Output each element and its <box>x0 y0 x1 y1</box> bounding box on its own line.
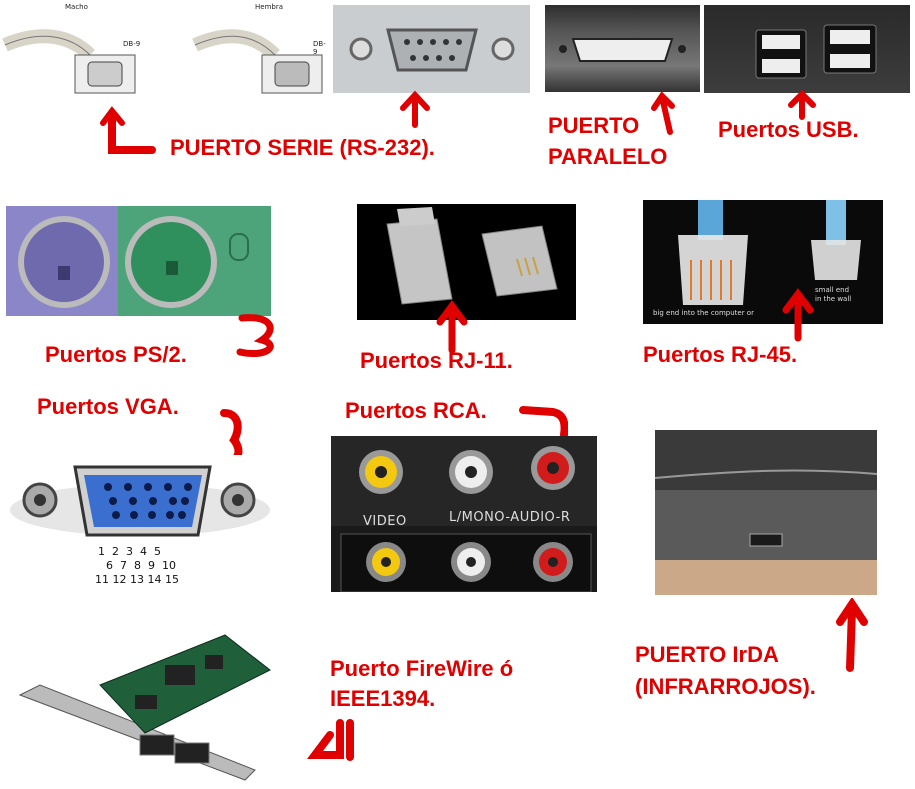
vga-pin-row-2: 6 7 8 9 10 <box>106 559 176 572</box>
ps2-arrow-icon <box>236 314 274 357</box>
rca-jacks-drawing <box>331 436 597 592</box>
female-tag: Hembra <box>255 3 283 11</box>
male-tag: Macho <box>65 3 88 11</box>
firewire-arrow-icon <box>307 719 354 761</box>
db9-tag-a: DB-9 <box>123 40 141 48</box>
rca-video-label: VIDEO <box>363 514 407 529</box>
serial-arrow-icon <box>100 106 156 154</box>
vga-pin-row-3: 11 12 13 14 15 <box>95 573 179 586</box>
db9-photo <box>333 5 530 93</box>
firewire-card-image <box>15 625 275 785</box>
rca-arrow-icon <box>519 406 568 439</box>
irda-label-line1: PUERTO IrDA <box>635 642 779 667</box>
serial-connectors-drawing <box>2 29 323 94</box>
firewire-card-drawing <box>18 634 271 781</box>
rj11-plugs-drawing <box>386 207 558 305</box>
serial-port-label: PUERTO SERIE (RS-232). <box>170 135 435 160</box>
serial-port-image: Macho Hembra DB-9 DB-9 <box>0 0 330 105</box>
rj45-plugs-photo: big end into the computer or small end i… <box>643 200 883 324</box>
vga-ports-label: Puertos VGA. <box>37 394 179 419</box>
usb-ports-photo <box>704 5 910 93</box>
rj45-small-end-note-1: small end <box>815 286 850 294</box>
rj45-plugs-drawing <box>678 200 861 305</box>
db9-connector-drawing <box>349 28 515 72</box>
rca-ports-label: Puertos RCA. <box>345 398 487 423</box>
usb-ports-drawing <box>755 24 877 79</box>
rj11-plugs-photo <box>357 204 576 320</box>
parallel-connector-drawing <box>559 38 686 62</box>
ps2-ports-drawing <box>6 206 249 316</box>
db9-tag-b: DB-9 <box>313 40 326 56</box>
db9-arrow-icon <box>400 90 430 128</box>
usb-ports-label: Puertos USB. <box>718 117 859 142</box>
rj45-big-end-note: big end into the computer or <box>653 309 754 317</box>
irda-label-line2: (INFRARROJOS). <box>635 674 816 699</box>
rj45-ports-label: Puertos RJ-45. <box>643 342 798 367</box>
parallel-port-photo <box>545 5 700 92</box>
irda-port-photo <box>655 430 877 595</box>
ps2-ports-label: Puertos PS/2. <box>45 342 187 367</box>
ps2-ports-photo <box>6 206 271 316</box>
irda-port-drawing <box>655 430 877 595</box>
rj11-ports-label: Puertos RJ-11. <box>360 348 513 373</box>
rca-ports-photo: VIDEO L/MONO-AUDIO-R <box>331 436 597 592</box>
rj45-small-end-note-2: in the wall <box>815 295 852 303</box>
parallel-port-label-line1: PUERTO <box>548 113 640 138</box>
parallel-arrow-icon <box>651 92 675 135</box>
firewire-label-line2: IEEE1394. <box>330 686 436 711</box>
rj45-arrow-icon <box>782 288 814 342</box>
vga-connector-image <box>10 455 275 550</box>
irda-arrow-icon <box>836 598 868 672</box>
usb-arrow-icon <box>788 90 816 120</box>
rj11-arrow-icon <box>436 300 468 354</box>
vga-pin-row-1: 1 2 3 4 5 <box>98 545 161 558</box>
rca-audio-label: L/MONO-AUDIO-R <box>449 510 571 525</box>
vga-connector-drawing <box>10 465 270 537</box>
parallel-port-label-line2: PARALELO <box>548 144 668 169</box>
firewire-label-line1: Puerto FireWire ó <box>330 656 514 681</box>
